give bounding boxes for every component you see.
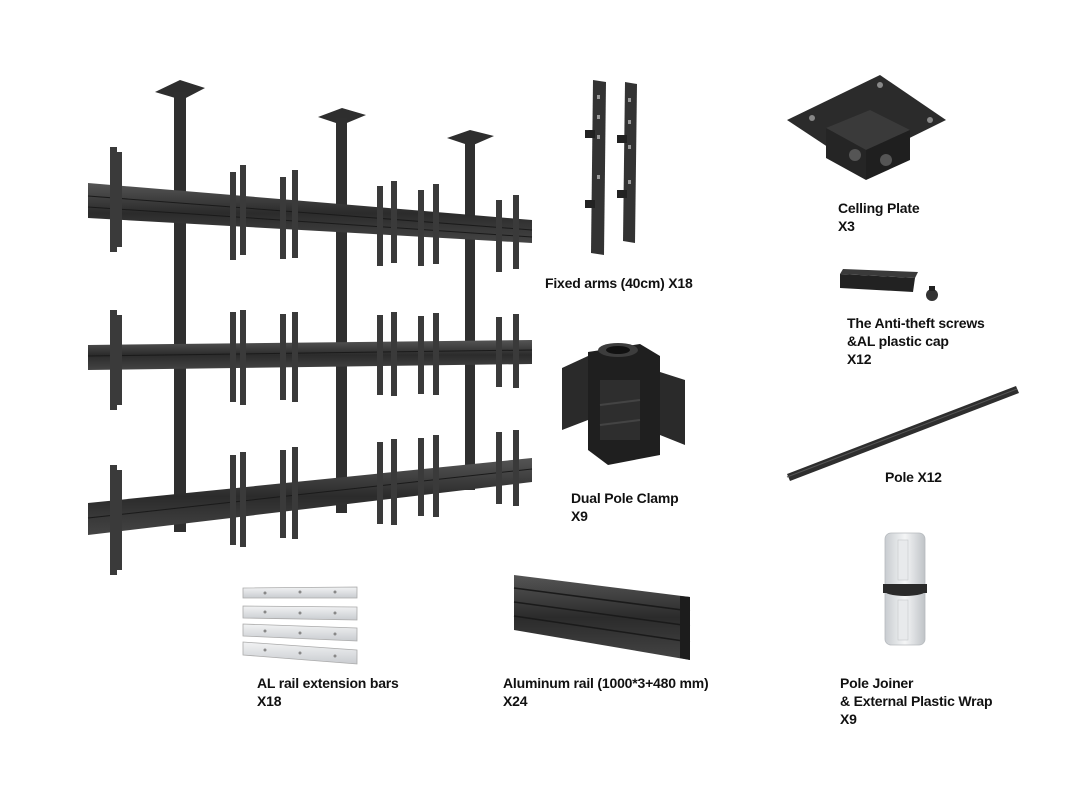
anti-theft-label: The Anti-theft screws &AL plastic cap X1… xyxy=(847,314,985,368)
pole-image xyxy=(786,386,1019,481)
pole-joiner-image xyxy=(883,532,927,646)
dual-pole-clamp-image xyxy=(562,343,685,465)
anti-theft-title: The Anti-theft screws xyxy=(847,315,985,331)
pole-joiner-title: Pole Joiner xyxy=(840,675,914,691)
dual-pole-clamp-title: Dual Pole Clamp xyxy=(571,490,679,506)
aluminum-rail-image xyxy=(513,575,691,660)
anti-theft-screws-image xyxy=(840,269,938,301)
pole-text: Pole X12 xyxy=(885,469,942,485)
al-rail-extension-bars-image xyxy=(242,586,358,665)
aluminum-rail-quantity: X24 xyxy=(503,693,528,709)
fixed-arms-image xyxy=(585,80,637,255)
anti-theft-subtitle: &AL plastic cap xyxy=(847,333,949,349)
pole-joiner-subtitle: & External Plastic Wrap xyxy=(840,693,993,709)
anti-theft-quantity: X12 xyxy=(847,351,872,367)
fixed-arms-text: Fixed arms (40cm) X18 xyxy=(545,275,693,291)
al-rail-extension-label: AL rail extension bars X18 xyxy=(257,674,399,710)
aluminum-rail-title: Aluminum rail (1000*3+480 mm) xyxy=(503,675,709,691)
al-rail-extension-quantity: X18 xyxy=(257,693,282,709)
ceiling-plate-title: Celling Plate xyxy=(838,200,920,216)
ceiling-plate-label: Celling Plate X3 xyxy=(838,199,920,235)
dual-pole-clamp-label: Dual Pole Clamp X9 xyxy=(571,489,679,525)
aluminum-rail-label: Aluminum rail (1000*3+480 mm) X24 xyxy=(503,674,709,710)
dual-pole-clamp-quantity: X9 xyxy=(571,508,588,524)
assembled-wall-mount xyxy=(87,80,533,575)
pole-joiner-label: Pole Joiner & External Plastic Wrap X9 xyxy=(840,674,993,728)
fixed-arms-label: Fixed arms (40cm) X18 xyxy=(545,274,693,292)
ceiling-plate-quantity: X3 xyxy=(838,218,855,234)
al-rail-extension-title: AL rail extension bars xyxy=(257,675,399,691)
pole-joiner-quantity: X9 xyxy=(840,711,857,727)
ceiling-plate-image xyxy=(787,75,946,180)
pole-label: Pole X12 xyxy=(885,468,942,486)
